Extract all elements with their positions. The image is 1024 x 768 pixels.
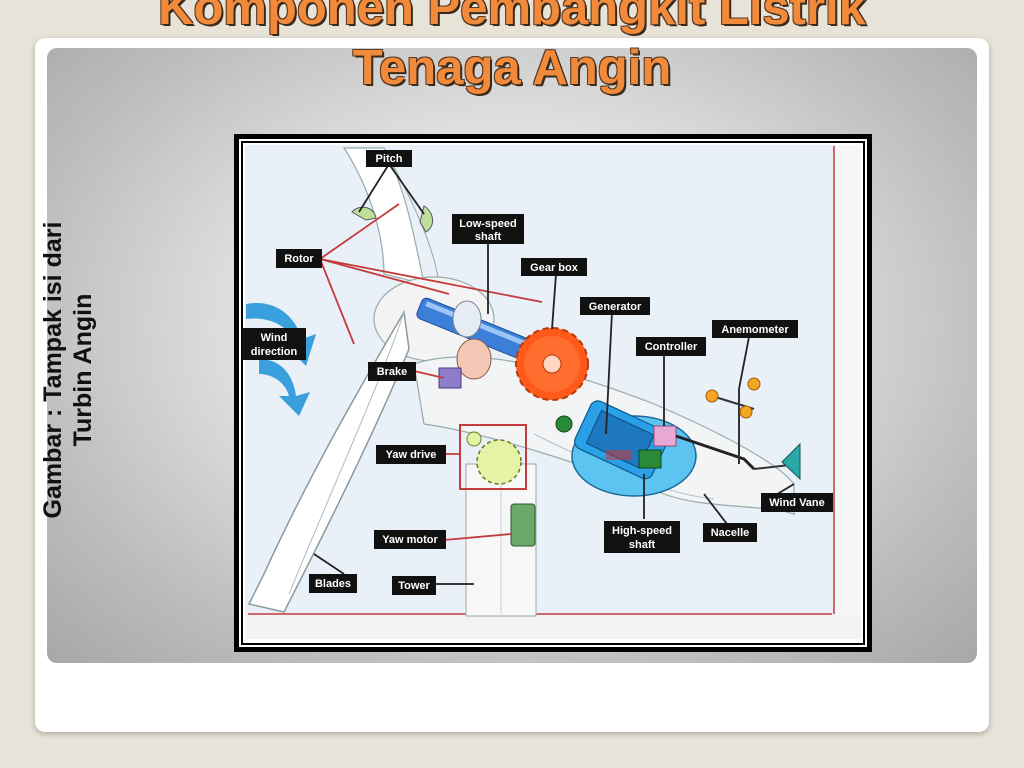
lower-blade (247, 309, 410, 613)
svg-text:shaft: shaft (629, 539, 656, 551)
label-generator: Generator (580, 297, 650, 315)
anemometer (705, 377, 761, 464)
label-nacelle: Nacelle (703, 523, 757, 542)
label-wind-direction: Wind direction (242, 328, 306, 360)
leader-lines-dark (313, 163, 795, 585)
label-gear-box: Gear box (521, 258, 587, 276)
svg-text:Brake: Brake (377, 366, 408, 378)
svg-text:Controller: Controller (645, 341, 698, 353)
label-brake: Brake (368, 362, 416, 381)
wind-arrow-bottom (259, 359, 310, 416)
frame-bottom-margin (245, 615, 861, 639)
frame-inner-line (241, 141, 865, 645)
svg-text:Generator: Generator (589, 301, 642, 313)
svg-text:Wind: Wind (261, 332, 288, 344)
svg-text:Wind Vane: Wind Vane (769, 497, 825, 509)
label-tower: Tower (392, 576, 436, 595)
lower-blade-ridge (288, 311, 405, 595)
label-yaw-drive: Yaw drive (376, 445, 446, 464)
yaw-pinion (466, 431, 482, 447)
svg-text:shaft: shaft (475, 231, 502, 243)
label-blades: Blades (309, 574, 357, 593)
brake-disc (456, 338, 492, 380)
label-rotor: Rotor (276, 249, 322, 268)
generator-unit (555, 400, 697, 497)
controller-cable (675, 434, 756, 471)
controller-box (653, 425, 677, 447)
pitch-bracket-left (351, 206, 377, 221)
svg-text:Tower: Tower (398, 580, 430, 592)
title-line-1: Komponen Pembangkit Listrik (158, 0, 866, 35)
svg-text:direction: direction (251, 346, 298, 358)
svg-text:Gear box: Gear box (530, 262, 579, 274)
svg-text:Nacelle: Nacelle (711, 527, 750, 539)
label-high-speed-shaft: High-speed shaft (604, 521, 680, 553)
yaw-drive-box (459, 424, 527, 490)
brake-caliper (438, 367, 462, 389)
yaw-drive-gear (476, 439, 522, 485)
caption-line-2: Turbin Angin (69, 293, 97, 447)
slide-title: Komponen Pembangkit Listrik Tenaga Angin (0, 0, 1024, 98)
wind-vane (753, 442, 801, 481)
label-yaw-motor: Yaw motor (374, 530, 446, 549)
svg-text:Low-speed: Low-speed (459, 218, 516, 230)
gear-box-gear (515, 327, 589, 401)
svg-text:Blades: Blades (315, 578, 351, 590)
svg-text:Yaw drive: Yaw drive (386, 449, 437, 461)
svg-text:Rotor: Rotor (284, 253, 314, 265)
label-wind-vane: Wind Vane (761, 493, 833, 512)
label-pitch: Pitch (366, 150, 412, 167)
svg-text:Anemometer: Anemometer (721, 324, 789, 336)
diagram-canvas: Pitch Low-speed shaft Rotor Gear box Gen… (239, 139, 867, 647)
caption-line-1: Gambar : Tampak isi dari (39, 221, 67, 519)
svg-text:Pitch: Pitch (376, 153, 403, 165)
label-anemometer: Anemometer (712, 320, 798, 338)
shaft-bearing (452, 300, 482, 338)
wind-turbine-diagram: Pitch Low-speed shaft Rotor Gear box Gen… (234, 134, 872, 652)
leader-lines (319, 203, 543, 541)
frame-right-margin (835, 145, 861, 615)
svg-text:Yaw motor: Yaw motor (382, 534, 438, 546)
label-low-speed-shaft: Low-speed shaft (452, 214, 524, 244)
svg-text:High-speed: High-speed (612, 525, 672, 537)
label-controller: Controller (636, 337, 706, 356)
yaw-motor (510, 503, 536, 547)
title-line-2: Tenaga Angin (352, 41, 672, 95)
